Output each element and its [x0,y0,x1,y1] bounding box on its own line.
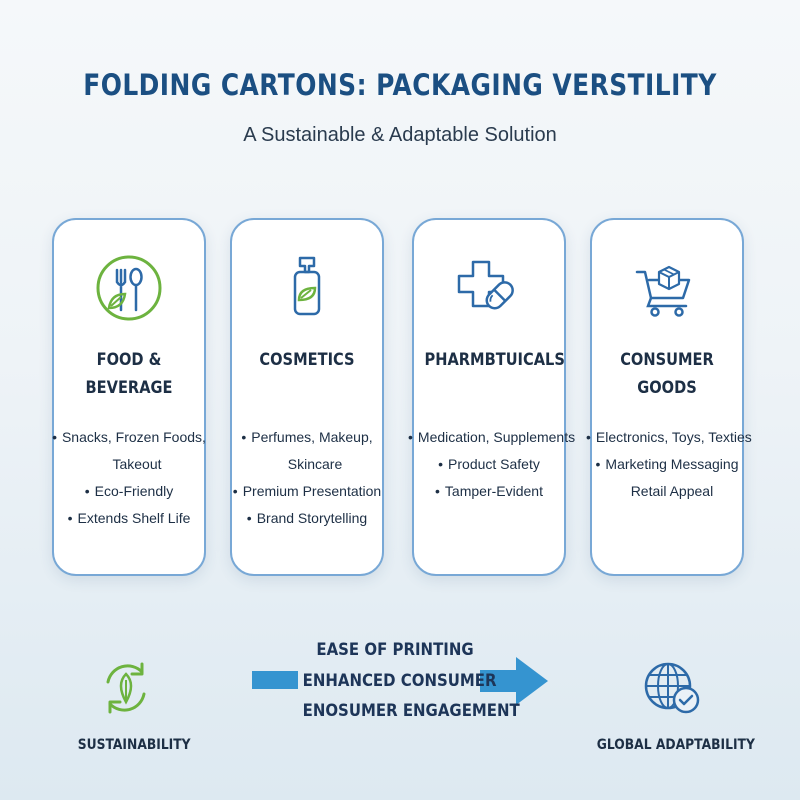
list-item: •Premium Presentation [232,483,382,499]
card-cosmetics: COSMETICS •Perfumes, Makeup, Skincare •P… [230,218,384,576]
list-item: •Retail Appeal [630,483,714,499]
bullet-list: •Electronics, Toys, Texties •Marketing M… [586,424,752,505]
ease-of-printing-text: EASE OF PRINTING [316,640,474,660]
list-item: •Extends Shelf Life [67,510,191,526]
globe-check-icon [634,650,710,726]
list-item: •Medication, Supplements [408,429,576,445]
page-subtitle: A Sustainable & Adaptable Solution [243,124,557,146]
shopping-cart-box-icon [629,250,705,326]
list-item: •Eco-Friendly [84,483,174,499]
bullet-list: •Perfumes, Makeup, Skincare •Premium Pre… [226,424,388,532]
card-consumer-goods: CONSUMER GOODS •Electronics, Toys, Texti… [586,218,752,576]
card-title: COSMETICS [259,350,355,370]
enhanced-consumer-text: ENHANCED CONSUMER [302,671,497,691]
list-item: •Marketing Messaging [595,456,739,472]
recycle-leaf-icon [88,650,164,726]
card-food-beverage: FOOD & BEVERAGE •Snacks, Frozen Foods, T… [52,218,206,576]
cosmetic-bottle-leaf-icon [269,250,345,326]
card-title: PHARMBTUICALS [424,350,565,370]
list-item: •Product Safety [438,456,540,472]
sustainability-label: SUSTAINABILITY [77,737,191,753]
list-item: Takeout [112,456,162,472]
medical-cross-pill-icon [451,250,527,326]
fork-spoon-leaf-icon [91,250,167,326]
list-item: •Tamper-Evident [435,483,543,499]
right-arrow-head [516,657,548,705]
page-title: FOLDING CARTONS: PACKAGING VERSTILITY [83,68,717,102]
card-pharmaceuticals: PHARMBTUICALS •Medication, Supplements •… [408,218,575,576]
list-item: •Electronics, Toys, Texties [586,429,752,445]
left-arrow-bar [252,671,298,689]
card-title: CONSUMER GOODS [620,350,714,398]
list-item: •Snacks, Frozen Foods, [52,429,206,445]
right-arrow-body [480,670,518,692]
list-item: •Brand Storytelling [246,510,368,526]
card-title: FOOD & BEVERAGE [85,350,173,398]
global-adaptability-label: GLOBAL ADAPTABILITY [596,737,755,753]
bullet-list: •Medication, Supplements •Product Safety… [408,424,576,505]
list-item: Skincare [287,456,343,472]
consumer-engagement-text: ENOSUMER ENGAGEMENT [302,701,520,721]
list-item: •Perfumes, Makeup, [241,429,373,445]
bullet-list: •Snacks, Frozen Foods, Takeout •Eco-Frie… [48,424,210,532]
